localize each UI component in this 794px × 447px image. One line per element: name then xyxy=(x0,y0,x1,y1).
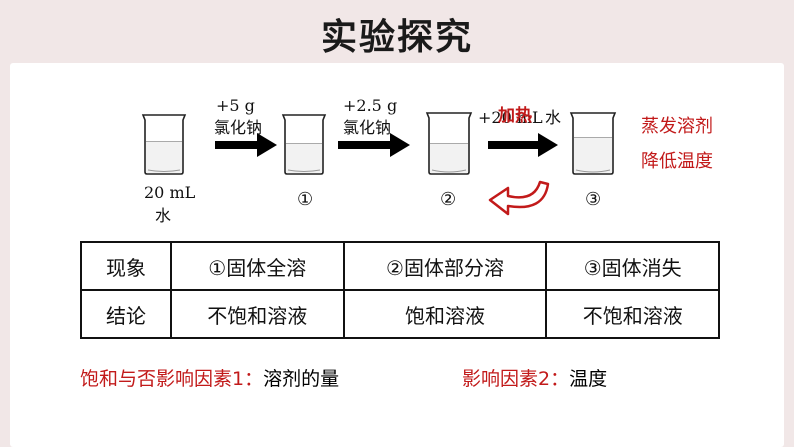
heat-label: 加热 xyxy=(498,106,532,126)
table-row: 结论 不饱和溶液 饱和溶液 不饱和溶液 xyxy=(80,289,720,339)
table-cell: ①固体全溶 xyxy=(170,241,345,291)
beaker-1-icon xyxy=(280,112,328,176)
table-cell: 不饱和溶液 xyxy=(170,289,345,339)
table-cell: ③固体消失 xyxy=(545,241,720,291)
add3-water-label: 水 xyxy=(545,108,562,127)
arrow-right-icon xyxy=(338,133,410,161)
arrow-right-icon xyxy=(215,133,277,161)
step-number-2: ② xyxy=(440,189,457,210)
step-number-1: ① xyxy=(297,189,314,210)
factor-1: 饱和与否影响因素1：溶剂的量 xyxy=(80,367,339,391)
add2-substance-label: 氯化钠 xyxy=(343,118,392,137)
curved-arrow-left-icon xyxy=(486,180,556,220)
add3-amount-label: +20 mL xyxy=(478,108,543,127)
factor-2-value: 温度 xyxy=(569,368,608,390)
factor-2-label: 影响因素2： xyxy=(462,368,570,390)
add1-substance-label: 氯化钠 xyxy=(214,118,263,137)
side-note-cooling: 降低温度 xyxy=(641,151,713,172)
start-water-label: 水 xyxy=(155,206,172,225)
beaker-3-icon xyxy=(568,110,618,176)
factor-1-label: 饱和与否影响因素1： xyxy=(80,368,264,390)
factor-1-value: 溶剂的量 xyxy=(263,368,340,390)
arrow-right-icon xyxy=(488,133,558,161)
result-table: 现象 ①固体全溶 ②固体部分溶 ③固体消失 结论 不饱和溶液 饱和溶液 不饱和溶… xyxy=(80,241,720,339)
table-header-cell: 结论 xyxy=(80,289,172,339)
factor-2: 影响因素2：温度 xyxy=(462,367,607,391)
step-number-3: ③ xyxy=(585,189,602,210)
table-row: 现象 ①固体全溶 ②固体部分溶 ③固体消失 xyxy=(80,241,720,291)
beaker-2-icon xyxy=(424,110,474,176)
table-cell: 饱和溶液 xyxy=(342,289,548,339)
table-cell: 不饱和溶液 xyxy=(545,289,720,339)
table-cell: ②固体部分溶 xyxy=(342,241,548,291)
beaker-initial-icon xyxy=(140,112,188,176)
side-note-evaporate: 蒸发溶剂 xyxy=(641,116,713,137)
page-title: 实验探究 xyxy=(320,17,473,58)
add1-amount-label: +5 g xyxy=(216,96,255,115)
add2-amount-label: +2.5 g xyxy=(343,96,398,115)
start-amount-label: 20 mL xyxy=(144,183,196,202)
table-header-cell: 现象 xyxy=(80,241,172,291)
